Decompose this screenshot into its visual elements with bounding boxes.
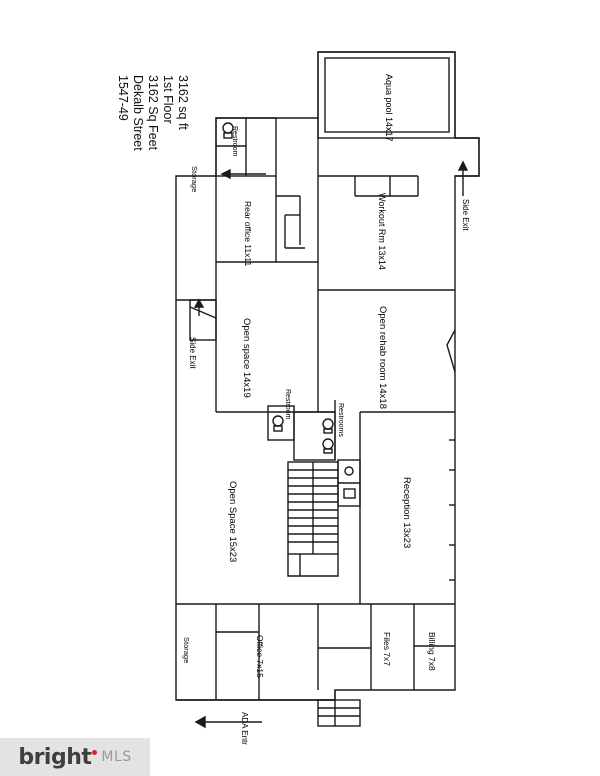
watermark-suffix: MLS	[101, 749, 132, 765]
room-label-restroom-top: Restroom	[231, 126, 238, 157]
room-label-storage-bottom: Storage	[182, 637, 191, 664]
room-label-open-space-15x23: Open Space 15x23	[227, 481, 238, 563]
room-label-workout-room: Workout Rm 13x14	[377, 193, 387, 270]
title-line-street: Dekalb Street	[131, 75, 145, 151]
room-label-reception: Reception 13x23	[401, 477, 412, 549]
title-line-sqfeet: 3162 Sq Feet	[146, 75, 160, 151]
title-line-address-number: 1547-49	[116, 75, 130, 121]
title-line-floor: 1st Floor	[161, 75, 175, 124]
room-label-restrooms-stair: Restrooms	[337, 403, 344, 437]
room-label-aqua-pool: Aqua pool 14x17	[384, 74, 394, 142]
watermark-accent-dot	[92, 750, 98, 755]
room-label-restroom-mid: Restroom	[284, 389, 291, 420]
title-line-sqft: 3162 sq ft	[176, 75, 190, 130]
exit-label-side-exit-upper: Side Exit	[461, 199, 470, 231]
room-label-open-space-14x19: Open space 14x19	[241, 318, 252, 398]
room-label-office: Office 7x15	[255, 635, 265, 678]
bright-mls-watermark: bright MLS	[0, 738, 150, 776]
watermark-brand: bright	[18, 744, 92, 770]
room-label-billing: Billing 7x8	[427, 632, 437, 671]
room-label-open-rehab-room: Open rehab room 14x18	[377, 306, 388, 409]
exit-label-ada-entrance: ADA Entr	[240, 712, 249, 745]
exit-label-side-exit-lower: Side Exit	[188, 337, 197, 369]
room-label-storage-top: Storage	[190, 166, 199, 193]
room-label-files: Files 7x7	[382, 632, 392, 667]
room-label-rear-office: Rear office 11x11	[243, 201, 253, 267]
